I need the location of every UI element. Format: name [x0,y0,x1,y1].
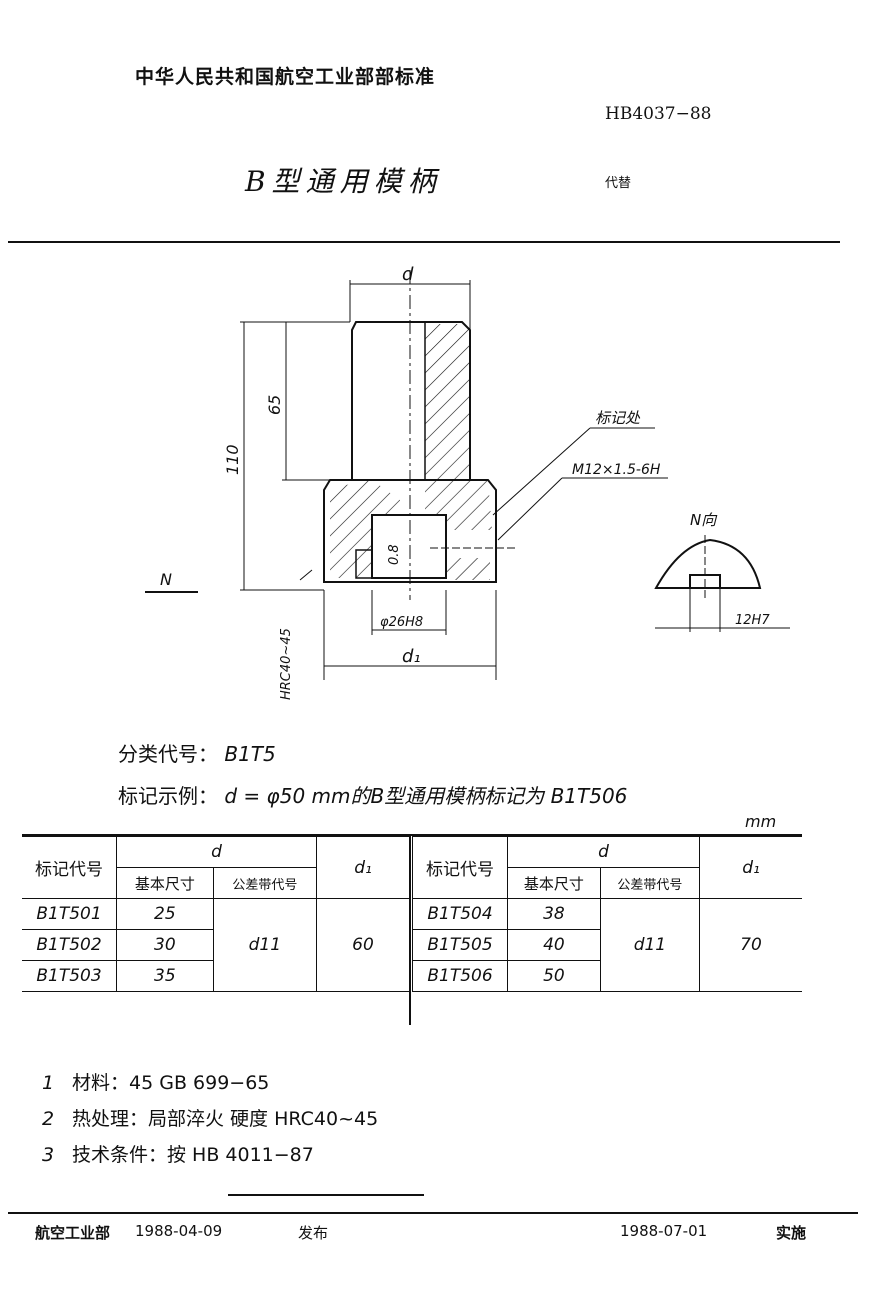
table-row-code: B1T506 [412,960,508,992]
dim-d1: d₁ [402,646,421,667]
note-1: 1 材料：45 GB 699−65 [42,1068,269,1095]
standard-org: 中华人民共和国航空工业部部标准 [135,66,436,88]
footer-issue-date: 1988-04-09 [135,1222,223,1240]
header-d1: d₁ [316,836,410,899]
classification-code: 分类代号： B1T5 [118,742,276,766]
dim-110: 110 [223,444,242,475]
table-row-size: 30 [116,929,214,961]
table-row-code: B1T501 [22,898,117,930]
header-d1: d₁ [699,836,802,899]
dim-d: d [402,264,414,285]
note-number: 2 [42,1108,55,1130]
dim-bore: φ26H8 [380,615,423,630]
label-hrc: HRC40~45 [279,628,294,700]
marking-example: 标记示例： d = φ50 mm的B型通用模柄标记为 B1T506 [118,784,628,808]
header-d: d [116,836,317,868]
table-top-rule [22,834,802,836]
label-08: 0.8 [387,544,402,565]
view-outline [654,538,762,589]
footer-issued: 发布 [298,1224,329,1242]
table-row-size: 40 [507,929,601,961]
note-number: 1 [42,1072,55,1094]
spec-table-left: 标记代号 d d₁ 基本尺寸 公差带代号 B1T501 25 d11 60 B1… [22,836,410,992]
example-text: d = φ50 mm的B型通用模柄标记为 B1T506 [224,784,628,808]
header-basic: 基本尺寸 [116,867,214,899]
table-row-code: B1T505 [412,929,508,961]
header-tol: 公差带代号 [599,867,701,899]
header-basic: 基本尺寸 [507,867,601,899]
part-drawing: d 65 110 标记处 M12×1.5-6H 0.8 N HRC40~45 φ… [145,264,790,700]
header-rule [8,241,840,243]
table-row-size: 25 [116,898,214,930]
note-3: 3 技术条件：按 HB 4011−87 [42,1140,314,1167]
table-row-code: B1T503 [22,960,117,992]
header-d: d [507,836,700,868]
d1-cell: 60 [316,898,410,992]
code-label: 分类代号 [118,742,198,766]
note-text: 热处理：局部淬火 硬度 HRC40~45 [72,1108,379,1130]
footer-effective-date: 1988-07-01 [620,1222,708,1240]
dim-65: 65 [265,395,284,415]
tol-cell: d11 [212,898,318,992]
footer-rule [8,1212,858,1214]
note-2: 2 热处理：局部淬火 硬度 HRC40~45 [42,1104,378,1131]
header-tol: 公差带代号 [212,867,318,899]
label-mark: 标记处 [595,409,641,427]
page-title: B型通用模柄 [245,165,442,198]
table-row-size: 50 [507,960,601,992]
footer-issuer: 航空工业部 [35,1224,111,1242]
table-row-code: B1T504 [412,898,508,930]
table-row-code: B1T502 [22,929,117,961]
tol-cell: d11 [599,898,701,992]
table-row-size: 38 [507,898,601,930]
spec-table-right: 标记代号 d d₁ 基本尺寸 公差带代号 B1T504 38 d11 70 B1… [412,836,802,992]
standard-number: HB4037−88 [605,104,712,124]
replaces-note: 代替 [605,176,632,191]
example-label: 标记示例 [118,784,198,808]
end-rule [228,1194,424,1196]
shank-hatch [425,324,469,479]
note-number: 3 [42,1144,55,1166]
header-code: 标记代号 [412,836,508,899]
footer-implemented: 实施 [776,1224,807,1242]
code-value: B1T5 [224,742,276,766]
d1-cell: 70 [699,898,802,992]
table-divider [409,836,411,1025]
table-unit: mm [745,812,777,831]
bore-outline [371,514,447,579]
table-row-size: 35 [116,960,214,992]
note-text: 材料：45 GB 699−65 [72,1072,270,1094]
label-n: N [160,570,172,589]
label-slot: 12H7 [735,613,770,628]
label-thread: M12×1.5-6H [572,462,661,478]
header-code: 标记代号 [22,836,117,899]
note-text: 技术条件：按 HB 4011−87 [72,1144,314,1166]
label-view: N向 [690,511,718,529]
